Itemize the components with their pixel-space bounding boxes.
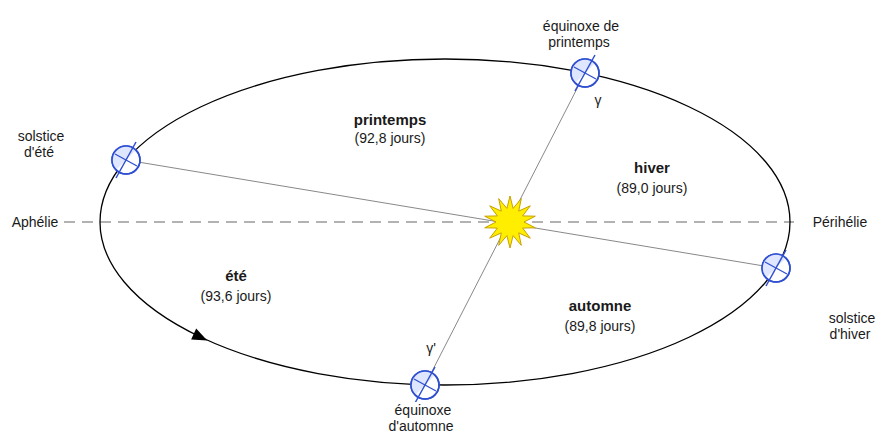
event-label: équinoxe d'automne	[374, 402, 470, 434]
season-name: printemps	[335, 112, 445, 128]
season-name-text: automne	[567, 297, 634, 314]
season-name: été	[186, 268, 286, 284]
direction-arrow	[191, 329, 210, 346]
earth-symbol	[411, 367, 439, 403]
apsis-label-text: Périhélie	[811, 214, 869, 230]
season-name: hiver	[602, 160, 702, 176]
event-label-text: solstice d'hiver	[827, 310, 876, 342]
event-label: équinoxe de printemps	[525, 18, 635, 50]
season-duration-text: (89,0 jours)	[615, 180, 690, 196]
season-duration-text: (92,8 jours)	[353, 130, 428, 146]
apsis-line	[64, 221, 794, 222]
earth-symbol	[571, 55, 599, 91]
season-name: automne	[550, 298, 650, 314]
point-symbol: γ'	[420, 340, 442, 356]
season-duration-text: (89,8 jours)	[563, 318, 638, 334]
season-name-text: hiver	[632, 159, 672, 176]
point-symbol-text: γ	[593, 92, 604, 108]
earth-symbol	[762, 250, 790, 286]
apsis-label-text: Aphélie	[10, 214, 61, 230]
point-symbol: γ	[588, 92, 608, 108]
earth-symbol	[112, 142, 140, 178]
event-label: solstice d'été	[3, 128, 77, 160]
season-name-text: été	[223, 267, 249, 284]
point-symbol-text: γ'	[424, 340, 438, 356]
event-label-text: équinoxe de printemps	[541, 18, 619, 50]
sun-symbol	[485, 196, 536, 248]
event-label: solstice d'hiver	[815, 310, 887, 342]
orbit-ellipse	[100, 59, 790, 385]
event-label-text: équinoxe d'automne	[389, 402, 456, 434]
season-duration: (93,6 jours)	[186, 288, 286, 304]
apsis-label: Périhélie	[797, 214, 883, 230]
solstice-line	[126, 160, 776, 268]
season-duration: (92,8 jours)	[335, 130, 445, 146]
event-label-text: solstice d'été	[16, 128, 65, 160]
season-name-text: printemps	[352, 111, 429, 128]
season-duration-text: (93,6 jours)	[199, 288, 274, 304]
apsis-label: Aphélie	[3, 214, 67, 230]
season-duration: (89,0 jours)	[602, 180, 702, 196]
season-duration: (89,8 jours)	[550, 318, 650, 334]
equinox-line	[425, 73, 585, 385]
